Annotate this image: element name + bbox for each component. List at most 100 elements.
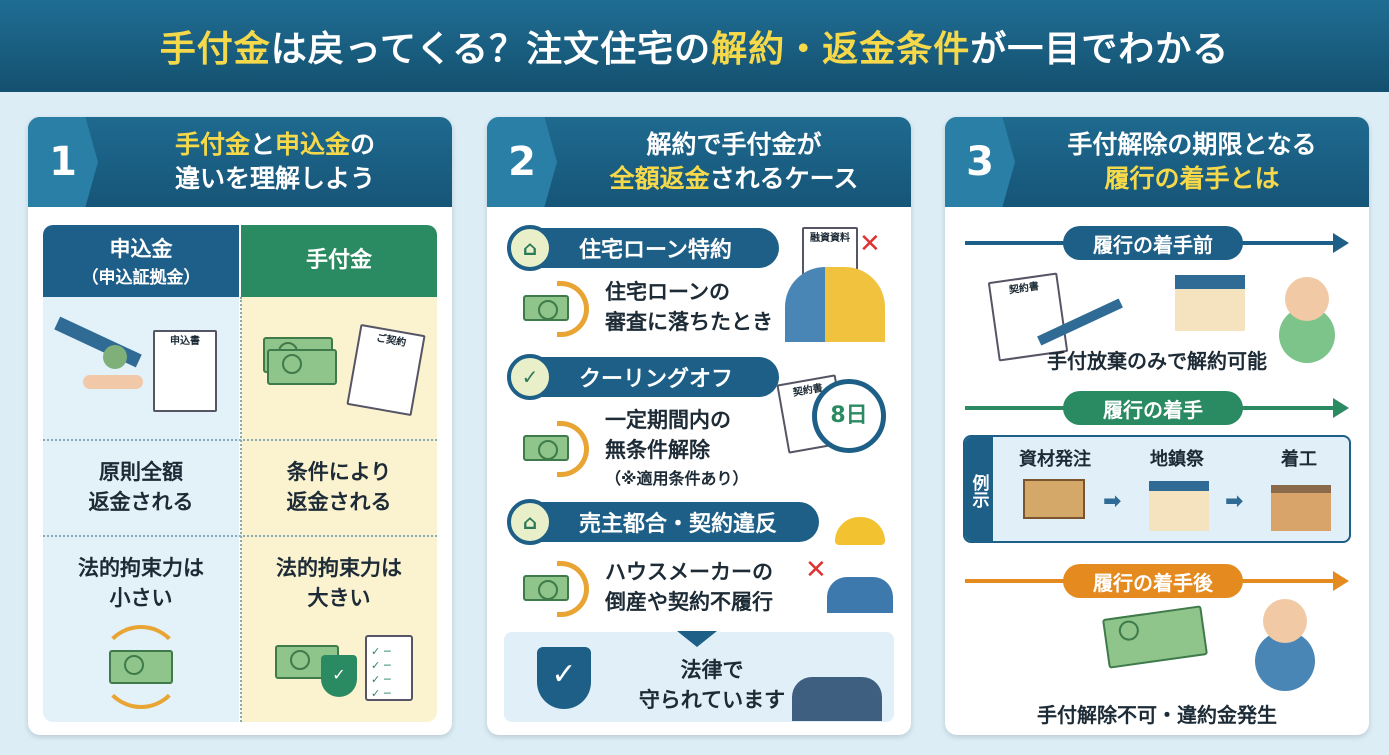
panel-number: 3 bbox=[945, 117, 1015, 207]
h: 申込金 bbox=[109, 237, 173, 261]
panel-header: 3 手付解除の期限となる履行の着手とは bbox=[945, 117, 1369, 207]
arrow-icon: ➡ bbox=[1225, 489, 1244, 514]
case-description: ハウスメーカーの倒産や契約不履行 bbox=[605, 557, 773, 617]
t: の bbox=[350, 130, 376, 159]
case-label-cooling-off: クーリングオフ bbox=[509, 357, 779, 397]
broken-house-icon: ⌂ bbox=[507, 499, 553, 545]
h: （申込証拠金） bbox=[81, 268, 201, 288]
t: 条件により bbox=[286, 460, 392, 484]
case-description: 一定期間内の無条件解除 （※適用条件あり） bbox=[605, 405, 749, 489]
shield-check-icon: ✓ bbox=[537, 647, 591, 709]
t: 無条件解除 bbox=[605, 438, 710, 462]
shield-check-icon: ✓ bbox=[321, 655, 357, 697]
money-stack-icon bbox=[267, 349, 337, 385]
panel-title: 手付解除の期限となる履行の着手とは bbox=[1015, 128, 1369, 196]
panel-deposit-vs-application-fee: 1 手付金と申込金の違いを理解しよう 申込金 （申込証拠金） 手付金 申込書 ご… bbox=[28, 117, 452, 735]
after-caption: 手付解除不可・違約金発生 bbox=[1037, 703, 1277, 727]
t: 手付金 bbox=[174, 130, 250, 159]
t: されるケース bbox=[709, 164, 859, 193]
t: ハウスメーカーの bbox=[605, 560, 773, 584]
panel-header: 1 手付金と申込金の違いを理解しよう bbox=[28, 117, 452, 207]
application-form-icon: 申込書 bbox=[153, 330, 217, 412]
step-label: 着工 bbox=[1281, 449, 1317, 470]
t: 大きい bbox=[307, 586, 371, 610]
checklist-icon: ✓ ─✓ ─✓ ─✓ ─ bbox=[365, 635, 413, 701]
panel-header: 2 解約で手付金が全額返金されるケース bbox=[487, 117, 911, 207]
return-arrow-icon bbox=[557, 421, 589, 477]
x-mark-icon: ✕ bbox=[859, 229, 881, 259]
application-fee-refund: 原則全額返金される bbox=[43, 457, 239, 517]
panel-number: 2 bbox=[487, 117, 557, 207]
t: 法律で bbox=[680, 658, 744, 682]
title-highlight: 手付金 bbox=[159, 29, 271, 70]
house-icon bbox=[1149, 481, 1209, 531]
construction-worker-icon bbox=[835, 517, 885, 545]
t: 法的拘束力は bbox=[78, 556, 204, 580]
t: 履行の着手とは bbox=[1104, 164, 1280, 193]
case-label-loan-clause: 住宅ローン特約 bbox=[509, 228, 779, 268]
column-header-deposit: 手付金 bbox=[241, 225, 437, 297]
t: 手付解除の期限となる bbox=[1067, 130, 1317, 159]
money-icon bbox=[1102, 605, 1208, 669]
comparison-table: 申込金 （申込証拠金） 手付金 申込書 ご契約 原則全額返金される 条件により返… bbox=[43, 225, 437, 722]
title-text: は戻ってくる？注文住宅の bbox=[270, 29, 712, 70]
shield-check-icon: ✓ bbox=[507, 354, 553, 400]
example-label: 例示 bbox=[965, 437, 993, 541]
return-arrow-icon bbox=[557, 561, 589, 617]
panel-performance-commencement: 3 手付解除の期限となる履行の着手とは 履行の着手前 契約書 手付放棄のみで解約… bbox=[945, 117, 1369, 735]
t: 法的拘束力は bbox=[276, 556, 402, 580]
application-fee-binding: 法的拘束力は小さい bbox=[43, 553, 239, 613]
stage-before: 履行の着手前 bbox=[1063, 226, 1243, 260]
worried-family-icon bbox=[785, 267, 885, 342]
title-highlight: 解約・返金条件 bbox=[711, 29, 971, 70]
hand-icon bbox=[83, 375, 143, 389]
panel-number: 1 bbox=[28, 117, 98, 207]
t: 申込金 bbox=[275, 130, 351, 159]
panel-title: 解約で手付金が全額返金されるケース bbox=[557, 128, 911, 196]
example-box: 例示 資材発注 ➡ 地鎮祭 ➡ 着工 bbox=[963, 435, 1351, 543]
case-description: 住宅ローンの審査に落ちたとき bbox=[605, 277, 773, 337]
panel-full-refund-cases: 2 解約で手付金が全額返金されるケース 住宅ローン特約 ⌂ 住宅ローンの審査に落… bbox=[487, 117, 911, 735]
down-arrow-icon bbox=[677, 631, 717, 647]
t: 小さい bbox=[109, 586, 173, 610]
t: 審査に落ちたとき bbox=[605, 310, 773, 334]
before-caption: 手付放棄のみで解約可能 bbox=[1047, 349, 1267, 373]
coin-icon bbox=[103, 345, 127, 369]
family-icon bbox=[792, 677, 882, 721]
t: 解約で手付金が bbox=[646, 130, 822, 159]
t: 違いを理解しよう bbox=[174, 164, 375, 193]
boxes-icon bbox=[1023, 479, 1085, 519]
deposit-binding: 法的拘束力は大きい bbox=[241, 553, 437, 613]
cycle-arrows-icon bbox=[99, 625, 183, 709]
t: 倒産や契約不履行 bbox=[605, 590, 773, 614]
t: （※適用条件あり） bbox=[605, 469, 749, 488]
t: 一定期間内の bbox=[605, 408, 731, 432]
arrow-icon: ➡ bbox=[1103, 489, 1122, 514]
stage-commencement: 履行の着手 bbox=[1063, 391, 1243, 425]
t: と bbox=[249, 130, 275, 159]
house-icon bbox=[1175, 275, 1245, 331]
t: 守られています bbox=[638, 688, 786, 712]
clock-badge: 8日 bbox=[812, 379, 886, 453]
legal-protection-text: 法律で守られています bbox=[637, 655, 787, 715]
panel-title: 手付金と申込金の違いを理解しよう bbox=[98, 128, 452, 196]
worker-body bbox=[827, 577, 893, 613]
t: 住宅ローンの bbox=[605, 280, 730, 304]
house-icon: ⌂ bbox=[507, 225, 553, 271]
happy-person-icon bbox=[1285, 277, 1329, 321]
t: 返金される bbox=[88, 490, 194, 514]
t: 返金される bbox=[286, 490, 392, 514]
t: 原則全額 bbox=[99, 460, 183, 484]
t: 全額返金 bbox=[609, 164, 710, 193]
case-label-seller-breach: 売主都合・契約違反 bbox=[509, 502, 819, 542]
page-title: 手付金は戻ってくる？注文住宅の解約・返金条件が一目でわかる bbox=[0, 0, 1389, 92]
column-header-application-fee: 申込金 （申込証拠金） bbox=[43, 225, 239, 297]
deposit-refund: 条件により返金される bbox=[241, 457, 437, 517]
title-text: が一目でわかる bbox=[970, 29, 1230, 70]
stage-after: 履行の着手後 bbox=[1063, 564, 1243, 598]
step-label: 地鎮祭 bbox=[1150, 449, 1204, 470]
x-mark-icon: ✕ bbox=[805, 555, 827, 585]
return-arrow-icon bbox=[557, 281, 589, 337]
step-label: 資材発注 bbox=[1019, 449, 1091, 470]
construction-icon bbox=[1271, 485, 1331, 531]
